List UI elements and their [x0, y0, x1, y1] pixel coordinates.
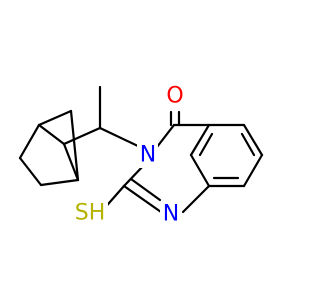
bond [37, 109, 73, 127]
bond [98, 126, 142, 149]
bonds [18, 85, 264, 214]
bond [155, 123, 176, 149]
thiol-group-label: SH [75, 201, 106, 226]
bond [18, 156, 43, 187]
atom-label-bg [73, 201, 108, 225]
bond [62, 126, 102, 146]
bond [189, 153, 211, 188]
bond [242, 153, 264, 188]
nitrogen-atom-label: N [140, 143, 156, 168]
bond [129, 177, 162, 202]
bond [242, 123, 264, 157]
atom-label-bg [137, 143, 158, 168]
atom-label-bg [160, 202, 182, 226]
bond [18, 123, 41, 160]
bond [37, 123, 66, 146]
bond-double-inner [240, 132, 256, 157]
bond [39, 178, 80, 187]
atom-label-bg [165, 84, 185, 108]
bond [189, 123, 211, 157]
bond [62, 142, 80, 182]
bond [181, 184, 211, 214]
atom-labels: O N N SH [73, 84, 185, 227]
bond [122, 163, 146, 188]
oxygen-atom-label: O [166, 84, 183, 109]
bond-double-inner [198, 132, 214, 157]
nitrogen-atom-label: N [163, 202, 179, 227]
molecule-structure: O N N SH [18, 83, 264, 227]
bond [122, 184, 163, 214]
bond [69, 109, 80, 182]
